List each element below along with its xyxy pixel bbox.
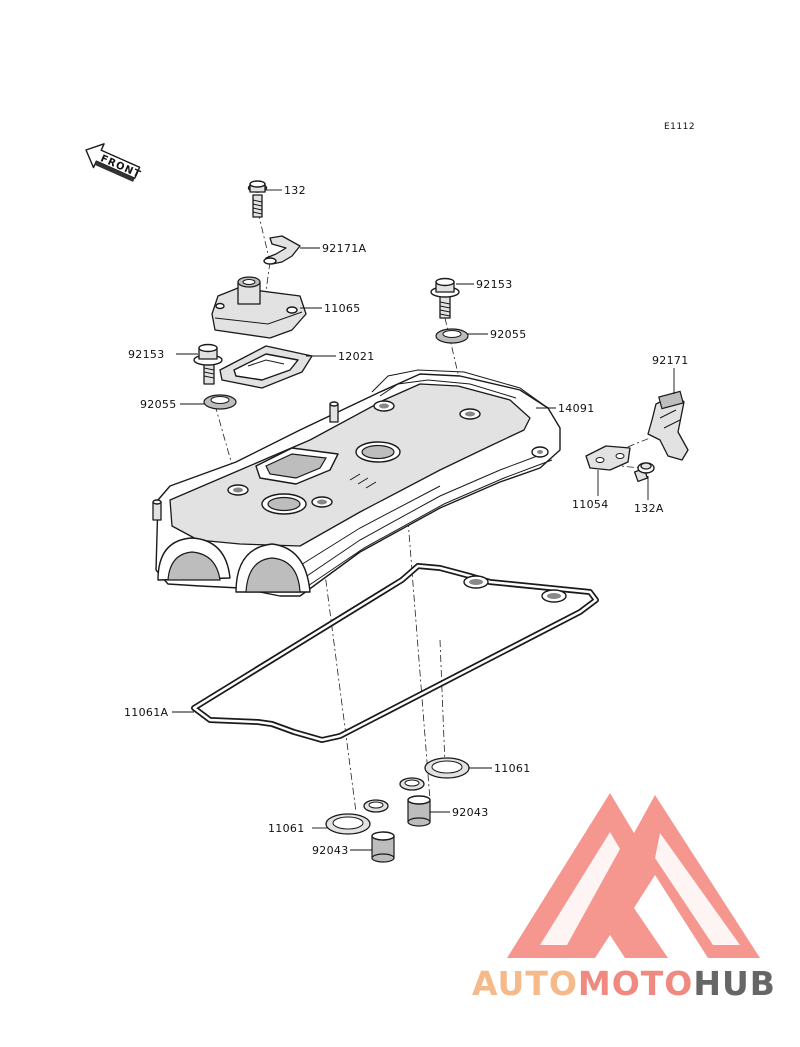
label-11054: 11054 — [572, 498, 609, 511]
plug-seal-11061-right — [399, 757, 470, 791]
diagram-code: E1112 — [664, 122, 695, 132]
bolt-132A — [633, 462, 655, 483]
washer-92055-right — [435, 328, 469, 344]
leader-lines — [172, 189, 675, 851]
label-14091: 14091 — [558, 402, 595, 415]
gasket-11061A — [191, 563, 599, 743]
label-11061-left: 11061 — [268, 822, 305, 835]
logo-inner-cut — [540, 832, 620, 945]
cylinder-head-cover-14091 — [152, 369, 561, 597]
bolt-92153-left — [193, 343, 223, 385]
automotohub-logo — [507, 793, 760, 958]
label-92043-right: 92043 — [452, 806, 489, 819]
label-92043-left: 92043 — [312, 844, 349, 857]
clamp-92171A — [263, 235, 301, 265]
part-labels: 132 92171A 11065 92153 92055 92153 12021… — [124, 184, 689, 857]
washer-92055-left — [203, 394, 237, 410]
watermark-auto: AUTO — [472, 964, 578, 1003]
clamp-92171 — [647, 390, 689, 461]
label-12021: 12021 — [338, 350, 375, 363]
plug-seal-11061-left — [325, 799, 389, 835]
label-11065: 11065 — [324, 302, 361, 315]
dowel-pin-92043-left — [371, 831, 395, 863]
label-92153-right: 92153 — [476, 278, 513, 291]
breather-cover-11065 — [211, 276, 307, 339]
label-92153-left: 92153 — [128, 348, 165, 361]
logo-inner-cut-right — [655, 833, 740, 945]
watermark-hub: HUB — [693, 964, 776, 1003]
bolt-92153-right — [430, 277, 460, 319]
dowel-pin-92043-right — [407, 795, 431, 827]
label-11061A: 11061A — [124, 706, 168, 719]
front-arrow-icon: FRONT — [85, 143, 143, 182]
watermark-text: AUTOMOTOHUB — [472, 964, 776, 1003]
label-92055-right: 92055 — [490, 328, 527, 341]
label-92171: 92171 — [652, 354, 689, 367]
bracket-11054 — [585, 445, 631, 471]
label-132: 132 — [284, 184, 306, 197]
label-132A: 132A — [634, 502, 664, 515]
label-92171A: 92171A — [322, 242, 366, 255]
watermark-moto: MOTO — [578, 964, 693, 1003]
gasket-12021 — [219, 345, 313, 389]
label-11061-right: 11061 — [494, 762, 531, 775]
bolt-132 — [247, 180, 268, 218]
label-92055-left: 92055 — [140, 398, 177, 411]
